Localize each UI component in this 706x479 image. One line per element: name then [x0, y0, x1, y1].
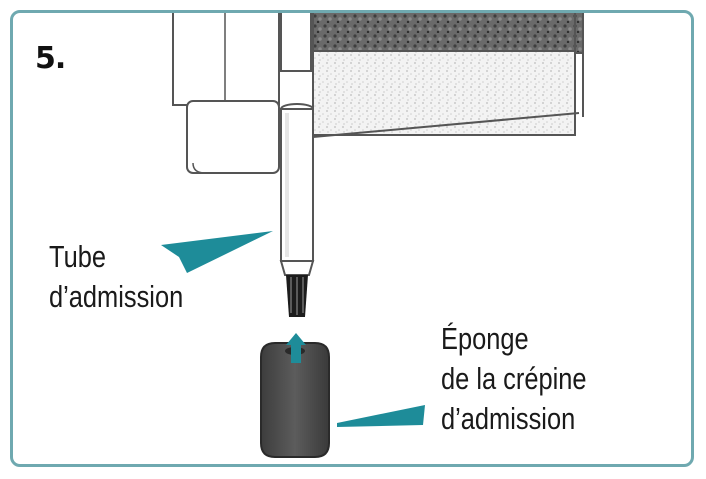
tube-label: Tube d’admission — [49, 237, 183, 317]
sponge-pointer-arrow — [337, 405, 425, 427]
sponge-label-line1: Éponge — [441, 321, 529, 356]
filter-media-chamber — [312, 13, 584, 138]
figure-frame: 5. Tube d’admission Éponge de la crépine… — [10, 10, 694, 467]
sponge-label: Éponge de la crépine d’admission — [441, 319, 587, 439]
illustration — [161, 13, 584, 458]
sponge-label-line2: de la crépine — [441, 361, 587, 396]
filter-housing — [172, 13, 312, 174]
step-number: 5. — [35, 41, 66, 76]
tube-label-line1: Tube — [49, 239, 107, 274]
tube-label-line2: d’admission — [49, 279, 184, 314]
intake-tube — [279, 103, 315, 276]
tube-pointer-arrow — [161, 231, 273, 273]
up-arrow-icon — [286, 333, 306, 363]
intake-strainer — [286, 275, 308, 317]
sponge-label-line3: d’admission — [441, 401, 576, 436]
